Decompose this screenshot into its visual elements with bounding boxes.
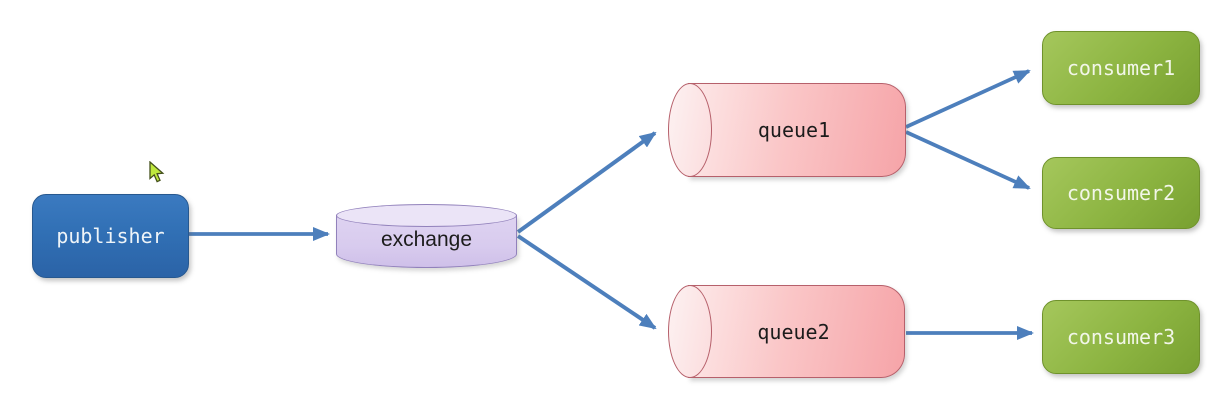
node-consumer1-label: consumer1 xyxy=(1066,56,1176,80)
edge-exchange-queue2 xyxy=(516,234,657,330)
node-publisher-label: publisher xyxy=(56,224,165,248)
edge-queue1-consumer1 xyxy=(905,69,1031,129)
queue1-cylinder-body xyxy=(688,83,906,177)
node-consumer3[interactable]: consumer3 xyxy=(1042,300,1200,374)
node-consumer2-label: consumer2 xyxy=(1066,181,1176,205)
node-queue2[interactable]: queue2 xyxy=(668,285,905,378)
exchange-cylinder-top xyxy=(336,204,517,227)
node-exchange[interactable]: exchange xyxy=(336,204,517,268)
node-consumer2[interactable]: consumer2 xyxy=(1042,157,1200,229)
queue2-cylinder-cap xyxy=(668,285,712,378)
node-queue1[interactable]: queue1 xyxy=(668,83,906,177)
node-publisher[interactable]: publisher xyxy=(32,194,189,278)
edge-exchange-queue1 xyxy=(516,131,657,234)
node-exchange-label: exchange xyxy=(380,227,473,251)
mouse-cursor xyxy=(148,160,170,185)
node-consumer1[interactable]: consumer1 xyxy=(1042,31,1200,105)
node-queue1-label: queue1 xyxy=(757,118,831,142)
queue2-cylinder-body xyxy=(688,285,905,378)
cursor-arrow-icon xyxy=(149,160,165,183)
node-queue2-label: queue2 xyxy=(757,319,830,344)
edge-queue1-consumer2 xyxy=(905,130,1031,190)
queue1-cylinder-cap xyxy=(668,83,712,177)
node-consumer3-label: consumer3 xyxy=(1066,325,1176,349)
